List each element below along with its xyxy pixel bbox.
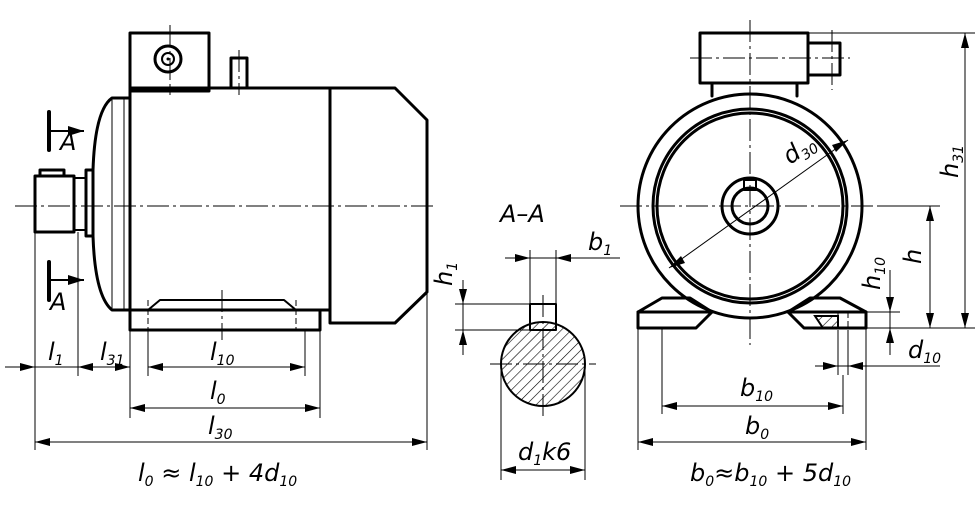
svg-text:l1: l1 [48, 338, 64, 369]
dim-h31: h31 [808, 32, 975, 329]
cable-gland-icon [153, 44, 183, 74]
front-view: d30 h31 h h10 [620, 20, 975, 490]
section-label-a-top: A [58, 128, 76, 156]
svg-text:b0: b0 [745, 412, 769, 443]
dim-b10: b10 [661, 328, 844, 414]
dim-d1k6: d1k6 [500, 364, 586, 480]
dim-b1: b1 [505, 228, 620, 304]
section-title: A–A [498, 200, 545, 228]
svg-text:d10: d10 [908, 336, 941, 367]
svg-text:l0: l0 [210, 377, 226, 408]
svg-text:h1: h1 [430, 262, 461, 286]
dim-h10: h10 [858, 257, 900, 355]
dim-l0: l0 [130, 377, 320, 412]
svg-text:h10: h10 [858, 257, 889, 290]
dim-l1: l1 [5, 338, 130, 371]
svg-text:b1: b1 [588, 228, 612, 259]
section-label-a-bottom: A [48, 288, 66, 316]
dim-h: h [880, 205, 940, 328]
shaft-section: A–A b1 h1 d1k6 [430, 200, 620, 480]
mounting-feet [128, 308, 322, 332]
svg-text:h31: h31 [936, 145, 967, 178]
dim-d10: d10 [815, 330, 941, 375]
svg-text:h: h [899, 249, 927, 264]
svg-text:l31: l31 [100, 338, 125, 369]
dim-b0: b0 [637, 328, 867, 450]
dim-h1: h1 [430, 262, 530, 355]
shaft-end [33, 174, 76, 234]
svg-text:d1k6: d1k6 [518, 438, 571, 469]
svg-text:l10: l10 [210, 338, 235, 369]
dim-d30: d30 [668, 138, 849, 269]
dim-l31: l31 [100, 338, 130, 371]
section-marker-top: A [47, 110, 84, 156]
stator-housing [128, 86, 332, 312]
side-view: A A l1 l31 [5, 25, 435, 490]
dim-l10: l10 [148, 338, 305, 371]
formula-length: l0 ≈ l10 + 4d10 [138, 459, 297, 490]
formula-width: b0≈b10 + 5d10 [690, 459, 851, 490]
svg-text:l30: l30 [208, 412, 233, 443]
end-shield [91, 96, 132, 312]
dim-l30: l30 [35, 412, 427, 446]
section-marker-bottom: A [47, 260, 84, 316]
svg-text:b10: b10 [740, 374, 773, 405]
